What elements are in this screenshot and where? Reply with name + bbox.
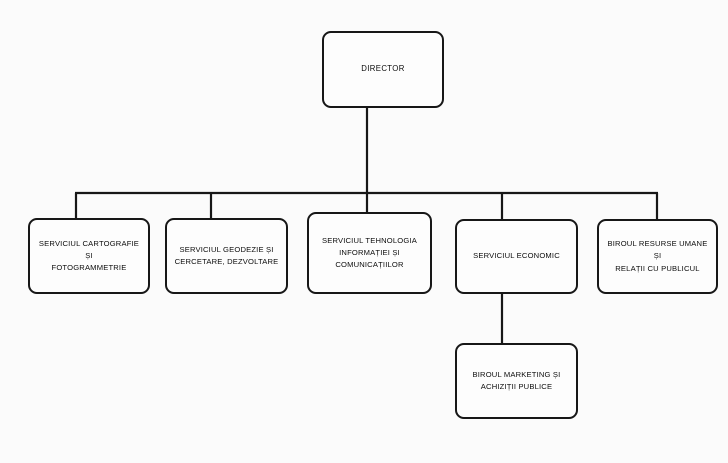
node-serviciul-economic[interactable]: SERVICIUL ECONOMIC: [455, 219, 578, 294]
node-biroul-marketing-label: BIROUL MARKETING ȘI ACHIZIȚII PUBLICE: [472, 369, 561, 391]
node-biroul-resurse-umane-label: BIROUL RESURSE UMANE ȘI RELAȚII CU PUBLI…: [607, 239, 708, 273]
node-serviciul-economic-label: SERVICIUL ECONOMIC: [473, 251, 560, 261]
node-director-label: DIRECTOR: [361, 64, 405, 74]
node-director[interactable]: DIRECTOR: [322, 31, 444, 108]
node-serviciul-geodezie[interactable]: SERVICIUL GEODEZIE ȘI CERCETARE, DEZVOLT…: [165, 218, 288, 294]
node-serviciul-cartografie[interactable]: SERVICIUL CARTOGRAFIE ȘI FOTOGRAMMETRIE: [28, 218, 150, 294]
node-serviciul-cartografie-label: SERVICIUL CARTOGRAFIE ȘI FOTOGRAMMETRIE: [38, 238, 140, 273]
node-serviciul-geodezie-label: SERVICIUL GEODEZIE ȘI CERCETARE, DEZVOLT…: [174, 244, 279, 266]
node-serviciul-tehnologia-informatiei[interactable]: SERVICIUL TEHNOLOGIA INFORMAȚIEI ȘI COMU…: [307, 212, 432, 294]
node-biroul-resurse-umane[interactable]: BIROUL RESURSE UMANE ȘI RELAȚII CU PUBLI…: [597, 219, 718, 294]
node-serviciul-tehnologia-informatiei-label: SERVICIUL TEHNOLOGIA INFORMAȚIEI ȘI COMU…: [321, 235, 418, 270]
node-biroul-marketing[interactable]: BIROUL MARKETING ȘI ACHIZIȚII PUBLICE: [455, 343, 578, 419]
